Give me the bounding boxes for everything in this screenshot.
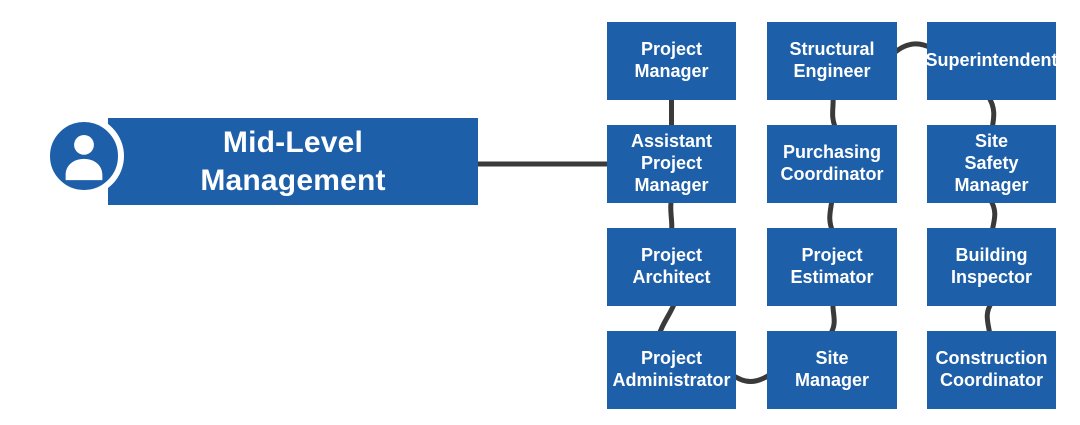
role-label: Purchasing Coordinator [780,142,884,184]
role-label: Site Manager [794,348,870,390]
root-node-label: Mid-Level Management [200,126,386,197]
role-label: Superintendent [925,50,1058,71]
role-label: Building Inspector [950,245,1033,287]
role-box-project-architect: Project Architect [607,228,736,306]
role-box-project-manager: Project Manager [607,22,736,100]
role-label: Structural Engineer [789,39,875,81]
connector-project-administrator-to-site-manager [728,371,774,384]
role-label: Site Safety Manager [954,131,1029,195]
role-box-project-administrator: Project Administrator [607,331,736,409]
person-icon [44,116,124,196]
role-label: Project Architect [632,245,711,287]
role-box-superintendent: Superintendent [925,22,1058,100]
role-label: Construction Coordinator [935,348,1048,390]
role-box-building-inspector: Building Inspector [927,228,1056,306]
role-label: Project Administrator [612,348,731,390]
root-node-mid-level-management: Mid-Level Management [108,118,478,205]
role-box-site-safety-manager: Site Safety Manager [927,125,1056,203]
role-label: Assistant Project Manager [630,131,713,195]
role-box-assistant-project-manager: Assistant Project Manager [607,125,736,203]
role-box-site-manager: Site Manager [767,331,897,409]
role-box-construction-coordinator: Construction Coordinator [927,331,1056,409]
role-label: Project Manager [634,39,709,81]
role-box-structural-engineer: Structural Engineer [767,22,897,100]
role-box-project-estimator: Project Estimator [767,228,897,306]
role-box-purchasing-coordinator: Purchasing Coordinator [767,125,897,203]
role-label: Project Estimator [790,245,874,287]
